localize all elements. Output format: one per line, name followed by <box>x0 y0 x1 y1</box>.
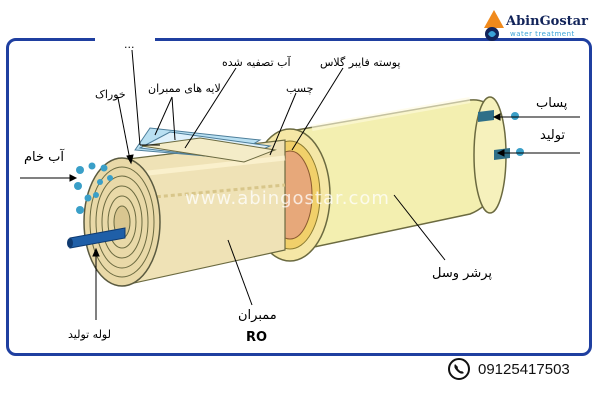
label-product-tube: لوله تولید <box>68 328 111 341</box>
label-pressure-vessel: پرشر وسل <box>432 266 493 281</box>
annotation-arrows <box>20 49 580 320</box>
brand-tagline: water treatment <box>510 30 575 38</box>
brand-logo-icon <box>484 10 504 41</box>
frame-gap <box>95 34 155 44</box>
label-membrane: ممبران <box>238 308 277 323</box>
spiral-end <box>83 157 161 287</box>
phone-number: 09125417503 <box>478 360 570 378</box>
label-top-cut: ... <box>124 38 135 51</box>
label-fiberglass-shell: پوسته فایبر گلاس <box>320 56 401 69</box>
label-product: تولید <box>540 128 566 143</box>
pressure-vessel <box>284 96 507 251</box>
label-feed-water: آب خام <box>24 150 65 165</box>
label-glue: چسب <box>286 82 314 95</box>
label-ro: RO <box>246 330 268 345</box>
label-membrane-layers: لایه های ممبران <box>148 82 221 95</box>
label-feed: خوراک <box>95 88 126 101</box>
brand-logo: AbinGostar water treatment <box>480 8 595 48</box>
diagram-frame <box>6 38 592 356</box>
label-reject: پساب <box>536 96 568 111</box>
contact-phone: 09125417503 <box>448 356 570 382</box>
phone-icon <box>448 358 470 380</box>
membrane-sheets <box>134 127 277 163</box>
feed-droplets-icon <box>74 162 113 214</box>
brand-name: AbinGostar <box>506 14 588 29</box>
label-permeate: آب تصفیه شده <box>222 56 291 69</box>
watermark-text: www.abingostar.com <box>185 188 390 209</box>
product-tube <box>67 227 126 249</box>
